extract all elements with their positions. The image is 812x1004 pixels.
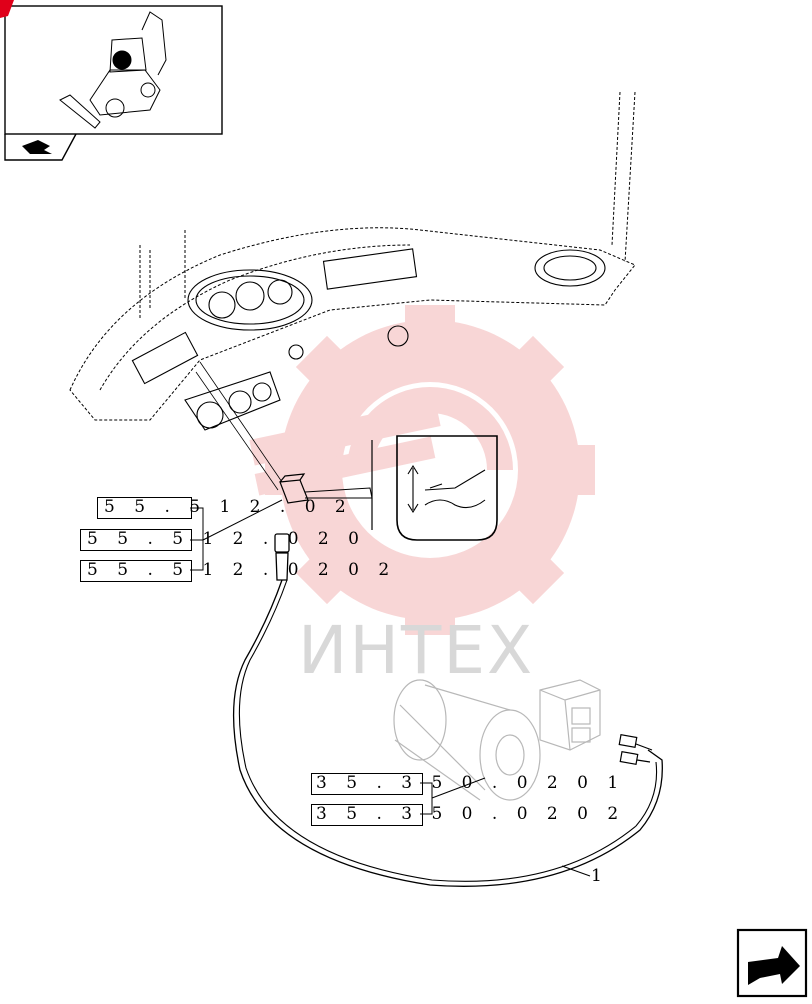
dashboard-outline (69, 91, 636, 421)
ref-box-35-1 (311, 773, 423, 795)
watermark-text: ИНТЕХ (298, 612, 535, 689)
ref-code-55-512-0201: 5 5 . 5 1 2 . 0 2 (104, 497, 353, 517)
background-component-block (539, 679, 601, 751)
switch-component (195, 361, 373, 530)
ref-code-55-512-0202-a: 5 5 . 5 1 2 . 0 2 0 (87, 529, 366, 549)
callout-label-1: 1 (591, 866, 602, 886)
watermark-logo (249, 305, 595, 635)
thumbnail-panel (4, 5, 223, 161)
ref-box-35-2 (311, 804, 423, 826)
next-page-arrow-icon[interactable] (736, 928, 808, 998)
background-component-cylinder (393, 679, 541, 801)
ref-box-55-3 (80, 560, 192, 582)
cable-terminals (618, 733, 653, 766)
direction-arrow-icon (22, 140, 52, 154)
ref-bracket-35 (420, 777, 486, 815)
ref-box-55-2 (80, 529, 192, 551)
instrument-cluster (131, 248, 606, 431)
cable-wire (232, 579, 663, 887)
corner-mark (0, 0, 14, 18)
ref-code-35-350-0202: 3 5 . 3 5 0 . 0 2 0 2 (316, 804, 626, 824)
ref-bracket-55 (190, 499, 283, 571)
machine-thumbnail-icon (59, 11, 167, 129)
ref-code-55-512-0202-b: 5 5 . 5 1 2 . 0 2 0 2 (87, 560, 397, 580)
ref-box-55-1 (97, 497, 192, 519)
callout-leader (561, 865, 591, 877)
warning-symbol-icon (396, 435, 498, 541)
ref-code-35-350-0201: 3 5 . 3 5 0 . 0 2 0 1 (316, 773, 626, 793)
